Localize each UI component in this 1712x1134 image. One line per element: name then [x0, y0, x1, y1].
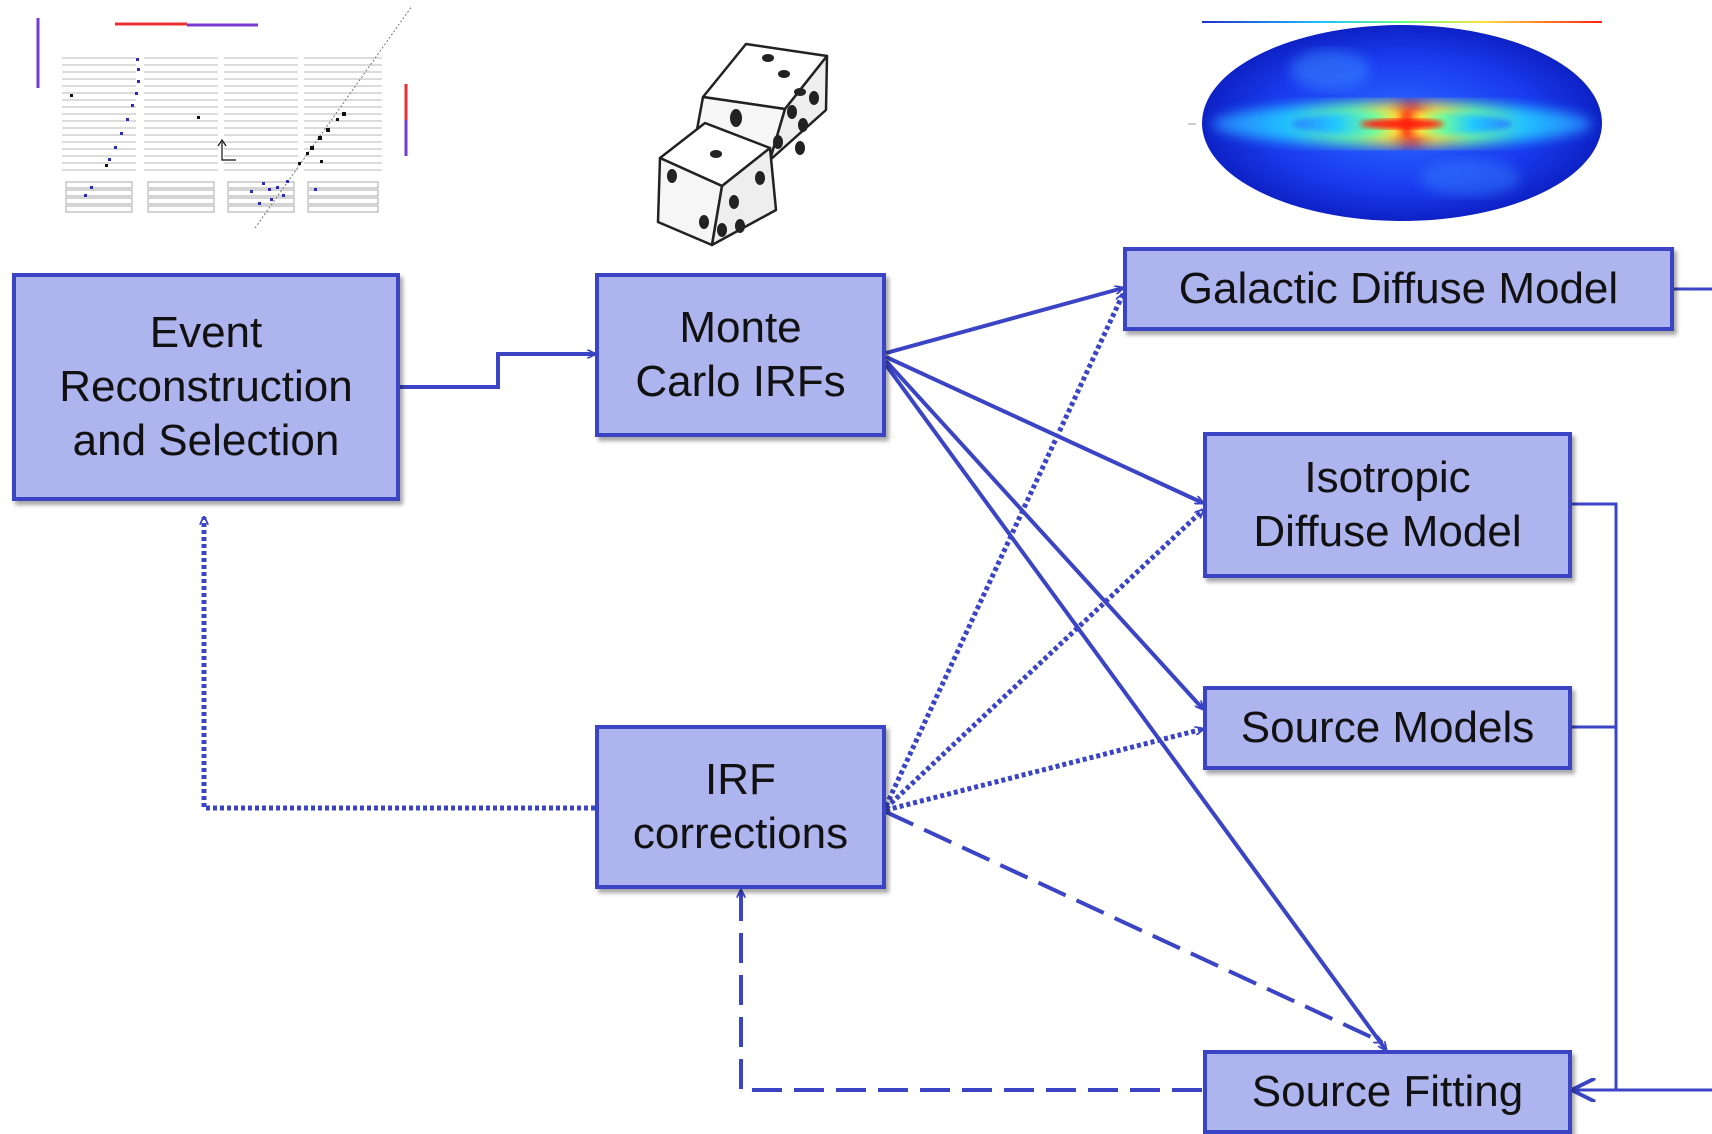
- isotropic-line-1: Isotropic: [1304, 453, 1471, 503]
- connector-irf-to-sourcefitting: [885, 810, 1382, 1044]
- all-sky-map: [1188, 21, 1602, 221]
- connector-mc-to-sourcemodels: [884, 359, 1203, 709]
- event-display-picture: [36, 5, 413, 229]
- event-reconstruction-line-2: Reconstruction: [59, 362, 353, 412]
- connector-sourcefitting-to-irf: [741, 890, 1202, 1092]
- irf-corrections-line-1: IRF: [705, 755, 776, 805]
- source-models-label: Source Models: [1240, 703, 1535, 753]
- event-reconstruction-line-3: and Selection: [72, 415, 340, 465]
- monte-carlo-irfs-box[interactable]: Monte Carlo IRFs: [595, 273, 886, 437]
- galactic-diffuse-model-box[interactable]: Galactic Diffuse Model: [1123, 247, 1674, 331]
- connector-irf-to-galactic: [883, 294, 1126, 808]
- connector-event-to-montecarlo: [400, 354, 595, 389]
- monte-carlo-line-2: Carlo IRFs: [635, 357, 846, 406]
- connector-mc-to-galactic: [885, 288, 1123, 355]
- connector-irf-to-isotropic: [884, 510, 1203, 810]
- source-fitting-box[interactable]: Source Fitting: [1203, 1050, 1572, 1134]
- galactic-diffuse-model-label: Galactic Diffuse Model: [1178, 264, 1619, 314]
- connector-mc-to-sourcefitting: [884, 363, 1386, 1050]
- irf-corrections-box[interactable]: IRF corrections: [595, 725, 886, 889]
- irf-corrections-line-2: corrections: [632, 809, 849, 858]
- isotropic-line-2: Diffuse Model: [1253, 507, 1522, 556]
- isotropic-diffuse-model-box[interactable]: Isotropic Diffuse Model: [1203, 432, 1572, 578]
- connector-mc-to-isotropic: [885, 355, 1203, 505]
- event-reconstruction-box[interactable]: Event Reconstruction and Selection: [12, 273, 400, 501]
- connector-irf-to-event: [204, 517, 595, 811]
- dice-icon: [656, 42, 829, 247]
- connector-isotropic-feed: [1572, 502, 1618, 1090]
- event-reconstruction-line-1: Event: [149, 308, 263, 358]
- source-models-box[interactable]: Source Models: [1203, 686, 1572, 770]
- monte-carlo-line-1: Monte: [679, 303, 802, 353]
- source-fitting-label: Source Fitting: [1251, 1067, 1524, 1117]
- connector-galactic-to-fitting: [1674, 287, 1712, 1092]
- connector-irf-to-sourcemodels: [885, 729, 1203, 813]
